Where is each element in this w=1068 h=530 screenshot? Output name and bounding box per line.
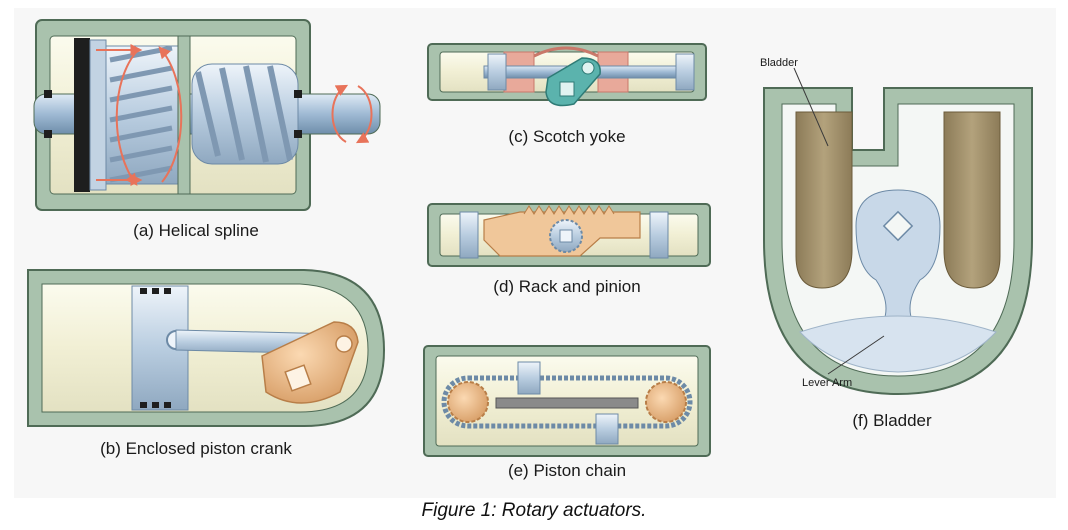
bladder-diagram: Bladder Lever Arm (f) Bladder [760,57,1033,430]
label-rack-pinion: (d) Rack and pinion [493,277,640,296]
callout-bladder: Bladder [760,57,798,69]
label-piston-crank: (b) Enclosed piston crank [100,439,292,458]
scotch-yoke-diagram: (c) Scotch yoke [427,43,707,146]
helical-spline-diagram: (a) Helical spline [33,19,381,240]
label-piston-chain: (e) Piston chain [508,461,626,480]
label-scotch-yoke: (c) Scotch yoke [508,127,625,146]
piston-crank-diagram: (b) Enclosed piston crank [27,269,386,458]
rotary-actuators-figure: (a) Helical spline (b) Enclosed piston c… [27,19,1033,480]
label-helical-spline: (a) Helical spline [133,221,259,240]
piston-chain-diagram: (e) Piston chain [423,345,711,480]
label-bladder: (f) Bladder [852,411,932,430]
figure-caption: Figure 1: Rotary actuators. [421,500,647,521]
callout-lever-arm: Lever Arm [802,377,852,389]
rack-pinion-diagram: (d) Rack and pinion [427,203,711,296]
